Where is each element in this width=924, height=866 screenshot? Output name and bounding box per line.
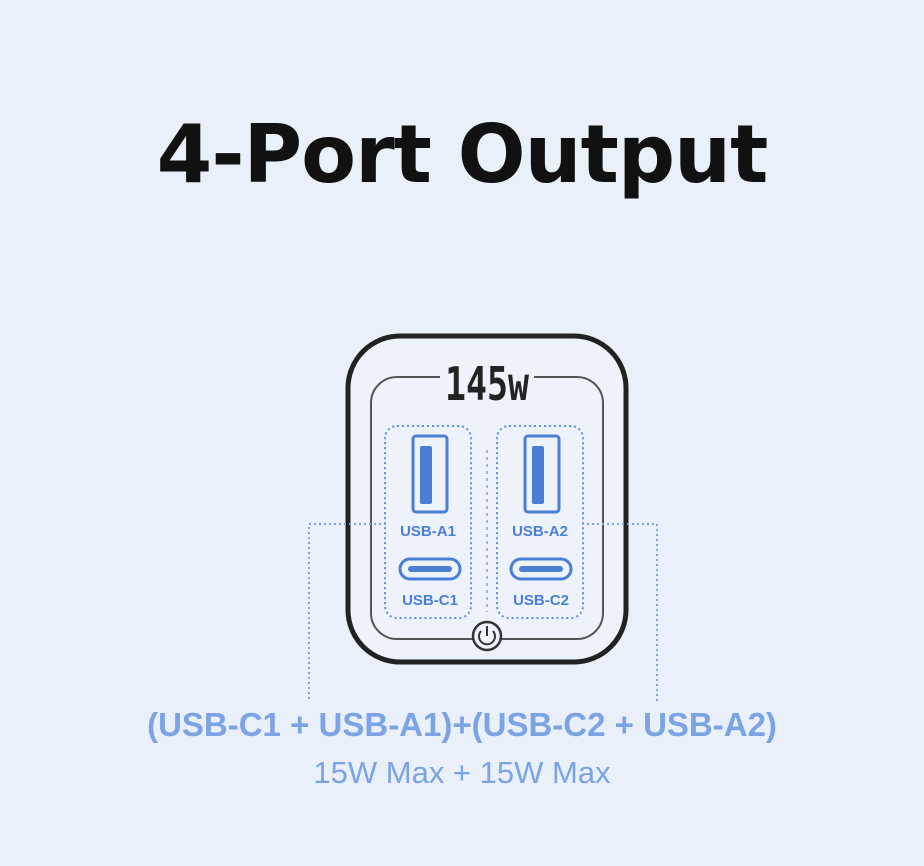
usb-a1-label: USB-A1 [400,523,456,540]
usb-a2-port [523,434,561,514]
usb-c2-label: USB-C2 [513,592,569,609]
power-button-icon [471,620,503,652]
usb-c1-port [398,557,462,581]
max-output-caption: 15W Max + 15W Max [313,755,611,790]
port-combination-caption: (USB-C1 + USB-A1)+(USB-C2 + USB-A2) [147,706,777,743]
usb-a1-port [411,434,449,514]
leader-line-right [582,523,658,702]
port-group-left [384,425,472,619]
port-group-right [496,425,584,619]
page-title: 4-Port Output [156,108,769,201]
leader-line-left [308,523,386,702]
wattage-label: 145w [445,357,529,411]
usb-a2-label: USB-A2 [512,523,568,540]
usb-c2-port [509,557,573,581]
usb-c1-label: USB-C1 [402,592,458,609]
